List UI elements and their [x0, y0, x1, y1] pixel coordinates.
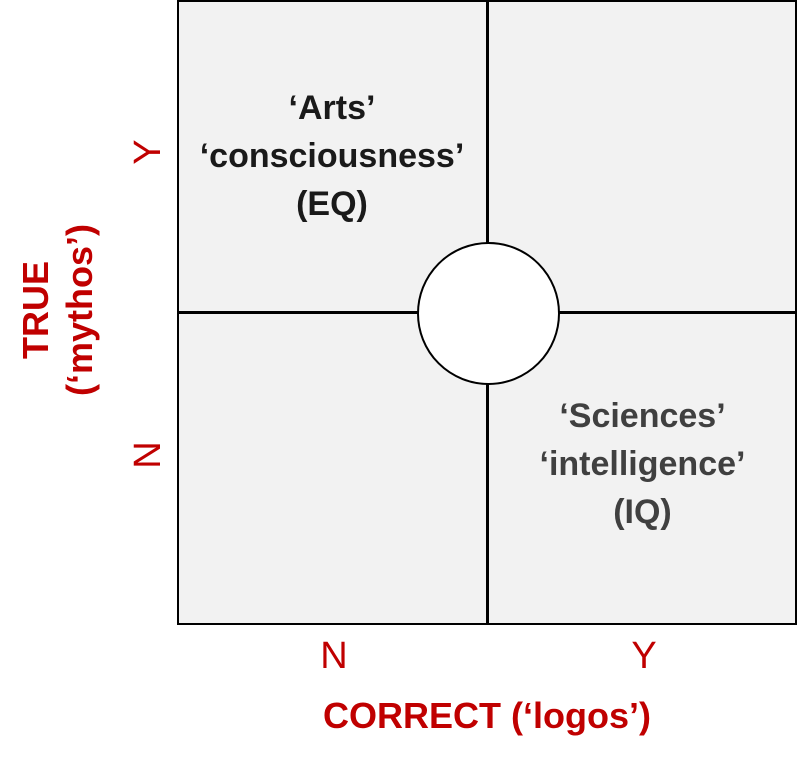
quadrant-arts-label: ‘Arts’ ‘consciousness’ (EQ) — [177, 84, 487, 228]
y-axis-title-text: TRUE (‘mythos’) — [14, 224, 102, 396]
y-axis-title-line2: (‘mythos’) — [59, 223, 101, 397]
arts-subtitle: ‘consciousness’ — [199, 137, 465, 175]
x-axis-tick-no: N — [320, 635, 348, 677]
y-axis-tick-yes: Y — [127, 139, 169, 165]
quadrant-sciences-label: ‘Sciences’ ‘intelligence’ (IQ) — [488, 392, 797, 536]
y-axis-tick-no: N — [127, 441, 169, 469]
sciences-subtitle: ‘intelligence’ — [539, 445, 746, 483]
arts-title: ‘Arts’ — [288, 89, 376, 127]
sciences-abbrev: (IQ) — [613, 493, 672, 531]
y-axis-title-line1: TRUE — [15, 261, 57, 360]
center-circle — [417, 242, 560, 385]
x-axis-title: CORRECT (‘logos’) — [323, 695, 651, 736]
y-axis-title: TRUE (‘mythos’) — [6, 180, 110, 440]
arts-abbrev: (EQ) — [296, 185, 368, 223]
x-axis-tick-yes: Y — [631, 635, 657, 677]
sciences-title: ‘Sciences’ — [559, 397, 726, 435]
